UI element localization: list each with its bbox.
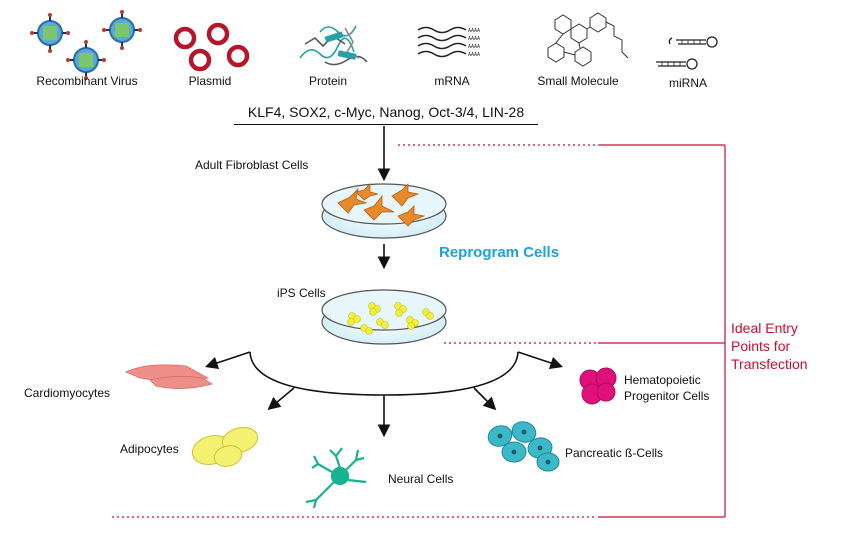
entry-point-lines xyxy=(112,144,726,518)
cardiomyocyte-icon xyxy=(125,364,214,389)
label-pancreatic-cells: Pancreatic ß-Cells xyxy=(565,446,664,460)
entry-line-3: Transfection xyxy=(731,356,808,372)
svg-text:AAAA: AAAA xyxy=(468,28,480,34)
label-mirna: miRNA xyxy=(669,76,707,90)
plasmid-icon xyxy=(173,22,250,72)
fibroblast-dish xyxy=(321,183,447,239)
svg-text:AAAA: AAAA xyxy=(468,52,480,58)
svg-text:AAAA: AAAA xyxy=(468,36,480,42)
recombinant-virus-icon xyxy=(30,10,142,80)
label-adipocytes: Adipocytes xyxy=(120,442,179,456)
mrna-icon: AAAA AAAA AAAA AAAA xyxy=(417,26,480,58)
label-adult-fibroblast: Adult Fibroblast Cells xyxy=(195,158,309,172)
adipocyte-icon xyxy=(191,427,259,467)
label-neural-cells: Neural Cells xyxy=(388,472,454,486)
label-cardiomyocytes: Cardiomyocytes xyxy=(24,386,111,400)
label-plasmid: Plasmid xyxy=(188,74,232,88)
label-protein: Protein xyxy=(308,74,348,88)
small-molecule-icon xyxy=(547,12,629,67)
ips-dish xyxy=(321,289,447,345)
fibroblast-cells xyxy=(337,183,426,227)
label-mrna: mRNA xyxy=(434,74,470,88)
entry-line-2: Points for xyxy=(731,338,791,354)
hematopoietic-icon xyxy=(579,367,617,405)
label-ideal-entry-points: Ideal Entry Points for Transfection xyxy=(731,319,808,373)
label-recombinant-virus: Recombinant Virus xyxy=(36,74,138,88)
reprogramming-factors: KLF4, SOX2, c-Myc, Nanog, Oct-3/4, LIN-2… xyxy=(234,104,538,125)
label-reprogram-cells: Reprogram Cells xyxy=(439,244,560,261)
pancreatic-cell-icon xyxy=(487,421,560,472)
entry-line-1: Ideal Entry xyxy=(731,320,798,336)
label-hematopoietic: Hematopoietic xyxy=(624,373,701,387)
ips-cells xyxy=(347,302,434,335)
protein-icon xyxy=(299,25,368,66)
label-ips-cells: iPS Cells xyxy=(277,286,326,300)
neural-cell-icon xyxy=(305,447,367,509)
mirna-icon xyxy=(656,36,718,70)
differentiation-branches xyxy=(204,351,564,438)
svg-text:AAAA: AAAA xyxy=(468,44,480,50)
label-progenitor-cells: Progenitor Cells xyxy=(624,389,710,403)
label-small-molecule: Small Molecule xyxy=(537,74,619,88)
